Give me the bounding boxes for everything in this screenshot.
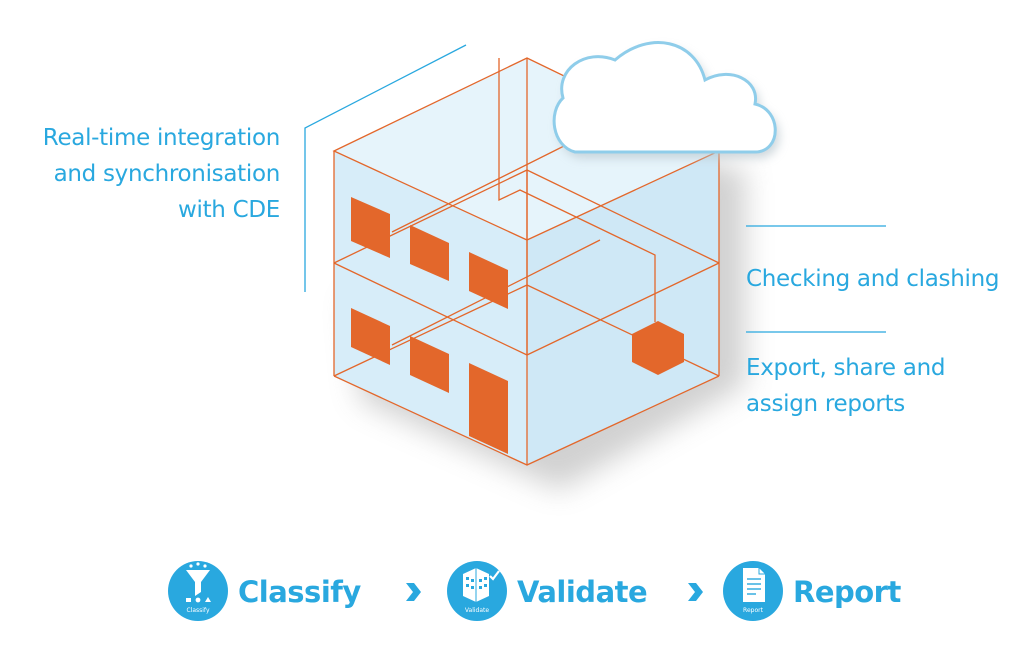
step-classify-icon-caption: Classify bbox=[186, 607, 209, 614]
building-right-face bbox=[527, 151, 719, 465]
step-validate-label: Validate bbox=[517, 575, 648, 609]
step-validate-icon-caption: Validate bbox=[465, 607, 489, 614]
feature-checking-caption: Checking and clashing bbox=[746, 261, 999, 297]
feature-export-line: Export, share and bbox=[746, 355, 946, 381]
window bbox=[351, 197, 390, 258]
funnel-icon bbox=[186, 570, 210, 596]
feature-export-line: assign reports bbox=[746, 391, 905, 417]
feature-export-caption: Export, share and assign reports bbox=[746, 350, 945, 422]
step-classify-icon: Classify bbox=[168, 561, 228, 621]
feature-cde-line: and synchronisation bbox=[53, 161, 281, 187]
window bbox=[410, 225, 449, 281]
callout-lines bbox=[304, 44, 886, 333]
step-report-icon-caption: Report bbox=[743, 607, 764, 614]
callout-line-cde bbox=[304, 44, 467, 292]
step-classify-label: Classify bbox=[238, 575, 361, 609]
door bbox=[469, 363, 508, 454]
feature-checking-line: Checking and clashing bbox=[746, 266, 1000, 292]
building-check-icon bbox=[463, 568, 500, 602]
feature-cde-line: Real-time integration bbox=[42, 125, 281, 151]
step-report-icon: Report bbox=[723, 561, 783, 621]
chevron-right-icon bbox=[688, 583, 703, 601]
feature-cde-caption: Real-time integration and synchronisatio… bbox=[42, 120, 281, 228]
step-validate-icon: Validate bbox=[447, 561, 507, 621]
chevron-right-icon bbox=[406, 583, 421, 601]
system-node bbox=[632, 321, 684, 375]
window bbox=[351, 308, 390, 365]
window bbox=[469, 252, 508, 309]
step-report-label: Report bbox=[793, 575, 901, 609]
feature-cde-line: with CDE bbox=[177, 197, 280, 223]
building-openings bbox=[351, 197, 684, 454]
document-icon bbox=[743, 568, 765, 602]
cloud-icon bbox=[552, 41, 780, 158]
building-wireframe bbox=[332, 57, 721, 466]
window bbox=[410, 336, 449, 393]
